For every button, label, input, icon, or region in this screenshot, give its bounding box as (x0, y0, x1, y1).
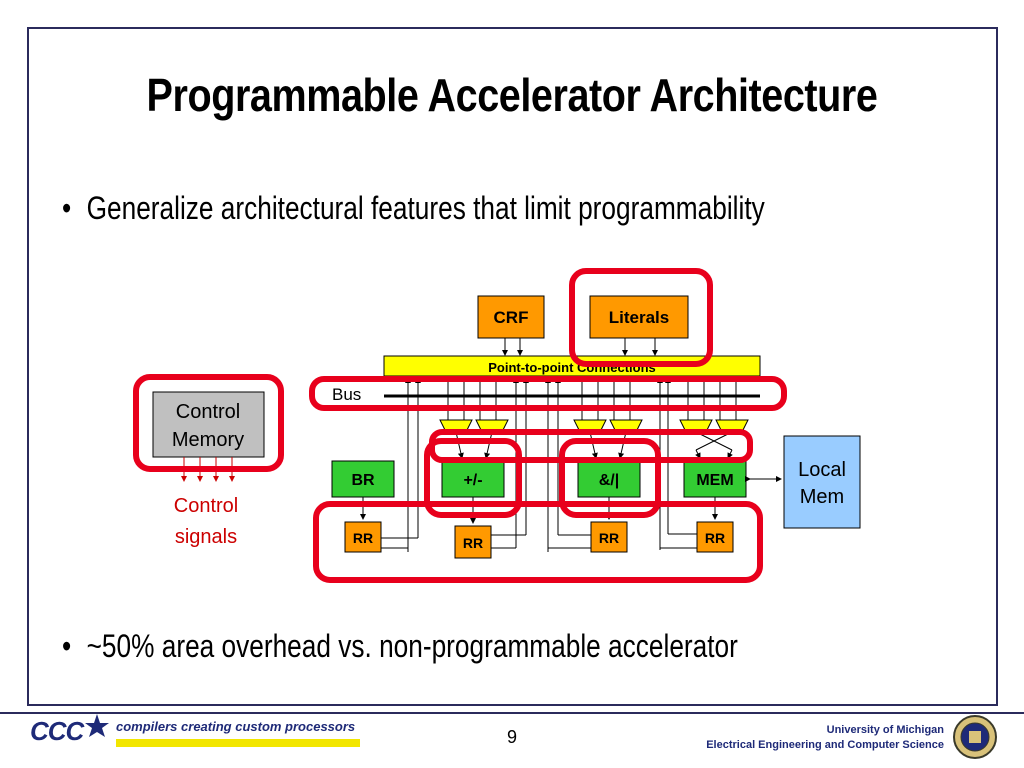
slide-title: Programmable Accelerator Architecture (146, 69, 878, 121)
fu-logic (577, 460, 641, 498)
fu-mem-label: MEM (696, 472, 733, 489)
rr-label: RR (463, 535, 483, 551)
fu-br-label: BR (351, 472, 375, 489)
rr-box (590, 521, 628, 553)
university-credit: University of Michigan Electrical Engine… (706, 723, 944, 753)
footer-divider (0, 712, 1024, 714)
university-seal-icon (953, 715, 997, 759)
bullet-text: ~50% area overhead vs. non-programmable … (86, 628, 738, 664)
crf-label: CRF (494, 308, 529, 327)
rr-label: RR (353, 530, 373, 546)
local-mem-label-line1: Local (798, 459, 846, 481)
highlight-bus (309, 376, 787, 411)
control-memory-line1: Control (176, 401, 240, 423)
rr-label: RR (705, 530, 725, 546)
control-memory-box (152, 391, 265, 458)
crf-box (477, 295, 545, 339)
literals-box (589, 295, 689, 339)
highlight-control-memory (133, 374, 284, 472)
rr-label: RR (599, 530, 619, 546)
bullet-dot: • (62, 628, 72, 664)
rr-box (454, 525, 492, 559)
university-name: University of Michigan (826, 724, 944, 736)
bullet-item: • ~50% area overhead vs. non-programmable… (62, 628, 738, 665)
bullet-item: • Generalize architectural features that … (62, 190, 765, 227)
highlight-literals (569, 268, 713, 367)
rr-box (696, 521, 734, 553)
ccc-tagline: compilers creating custom processors (116, 719, 356, 734)
local-mem-box (783, 435, 861, 529)
local-mem-label-line2: Mem (800, 486, 844, 508)
highlight-addsub (424, 438, 522, 518)
mux-outputs (455, 431, 733, 459)
ccc-logo: CCC (30, 716, 84, 746)
highlight-logic (559, 438, 661, 518)
control-signals-line2: signals (175, 526, 237, 548)
star-icon (85, 714, 109, 737)
highlight-group (133, 268, 787, 583)
rr-return-wires (381, 533, 697, 552)
fu-addsub-label: +/- (463, 472, 482, 489)
department-name: Electrical Engineering and Computer Scie… (706, 739, 944, 751)
bus-label: Bus (332, 385, 361, 404)
rr-box (344, 521, 382, 553)
fu-rr-arrows (360, 497, 718, 524)
control-signals-line1: Control (174, 495, 238, 517)
control-memory-line2: Memory (172, 429, 244, 451)
literals-label: Literals (609, 308, 669, 327)
bullet-dot: • (62, 190, 72, 226)
page-number: 9 (506, 727, 517, 747)
highlight-register-files (313, 501, 763, 583)
bullet-text: Generalize architectural features that l… (86, 190, 765, 226)
fu-logic-label: &/| (599, 472, 619, 489)
fu-br (331, 460, 395, 498)
fu-addsub (441, 460, 505, 498)
tagline-underline (116, 739, 360, 747)
